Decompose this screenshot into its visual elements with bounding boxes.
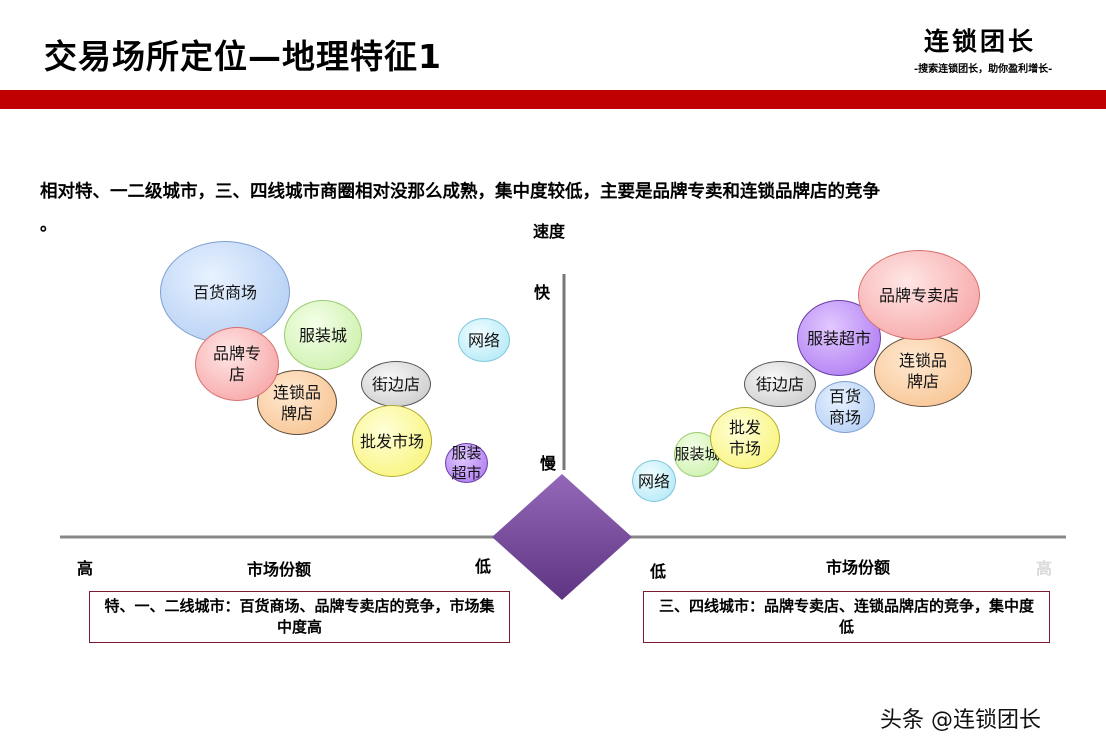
- description-line2: 。: [40, 215, 57, 235]
- right-market-share-label: 市场份额: [826, 558, 891, 577]
- right-low-label: 低: [650, 562, 667, 581]
- left-bubble-brand-store: 品牌专店: [195, 327, 279, 401]
- left-bubble-street-store: 街边店: [361, 361, 431, 407]
- right-bubble-wholesale-market: 批发市场: [710, 407, 780, 469]
- left-bubble-online: 网络: [458, 318, 510, 362]
- left-low-label: 低: [475, 557, 492, 576]
- brand-slogan: -搜索连锁团长，助你盈利增长-: [914, 64, 1053, 75]
- left-bubble-wholesale-market: 批发市场: [352, 405, 432, 477]
- right-high-label: 高: [1036, 559, 1053, 578]
- center-diamond: [492, 474, 632, 600]
- speed-fast-label: 快: [534, 283, 551, 302]
- right-bubble-chain-brand-store: 连锁品牌店: [874, 335, 972, 407]
- right-bubble-street-store: 街边店: [744, 361, 816, 407]
- left-summary-box: 特、一、二线城市：百货商场、品牌专卖店的竞争，市场集中度高: [89, 591, 510, 643]
- speed-axis-title: 速度: [533, 222, 566, 241]
- header-red-bar: [0, 90, 1106, 109]
- page-title: 交易场所定位—地理特征1: [44, 37, 442, 76]
- right-bubble-brand-specialty-store: 品牌专卖店: [858, 250, 980, 340]
- left-market-share-label: 市场份额: [247, 560, 312, 579]
- brand-logo: 连锁团长: [924, 27, 1037, 56]
- left-high-label: 高: [77, 559, 94, 578]
- watermark: 头条 @连锁团长: [880, 708, 1041, 733]
- speed-slow-label: 慢: [540, 454, 557, 473]
- left-bubble-clothing-city: 服装城: [284, 300, 362, 370]
- left-bubble-clothing-supermarket: 服装超市: [445, 443, 488, 483]
- right-bubble-online: 网络: [632, 460, 676, 502]
- description-line1: 相对特、一二级城市，三、四线城市商圈相对没那么成熟，集中度较低，主要是品牌专卖和…: [40, 182, 880, 202]
- left-bubble-department-store: 百货商场: [160, 241, 290, 343]
- right-summary-box: 三、四线城市：品牌专卖店、连锁品牌店的竞争，集中度低: [643, 591, 1050, 643]
- right-bubble-department-store: 百货商场: [815, 381, 875, 433]
